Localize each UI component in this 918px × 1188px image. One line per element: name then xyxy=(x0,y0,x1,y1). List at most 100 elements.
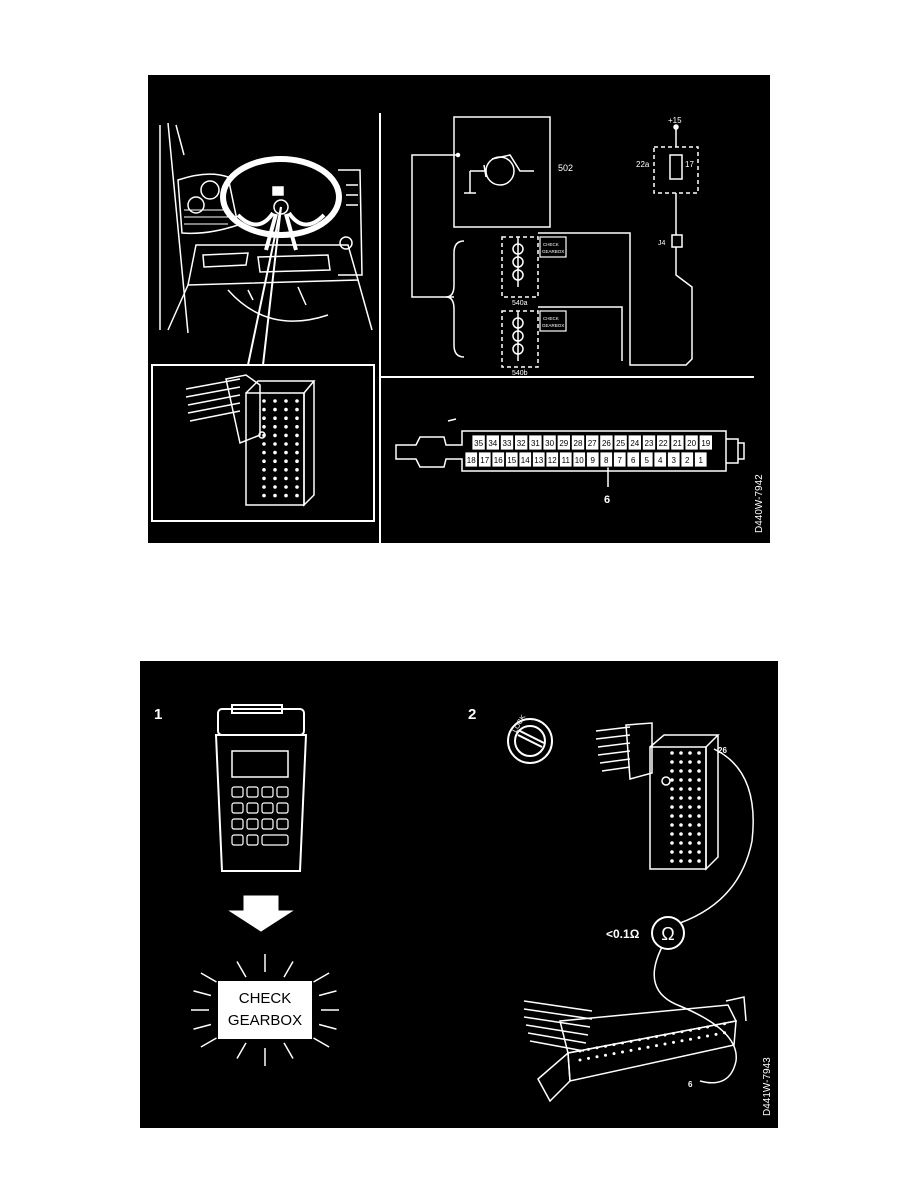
pin-cell xyxy=(653,451,667,468)
pin-cell xyxy=(518,451,532,468)
warning-ray xyxy=(200,972,217,983)
pin-dot xyxy=(295,493,299,498)
pin-dot xyxy=(295,425,299,429)
pin-dot xyxy=(284,433,288,438)
pin-dot xyxy=(284,459,288,464)
lamp-a-text-2: GEARBOX xyxy=(542,249,564,254)
pin-dot xyxy=(663,1033,667,1037)
keypad-button xyxy=(246,802,259,814)
pin-dot xyxy=(697,751,701,755)
pin-number: 13 xyxy=(534,456,543,465)
warning-ray xyxy=(200,1037,217,1048)
warning-lamp-box xyxy=(218,981,312,1039)
pin-dot xyxy=(262,416,266,421)
pin-dot xyxy=(670,832,674,836)
connector-pins xyxy=(262,399,299,498)
keypad-button xyxy=(276,818,289,830)
pin-dot xyxy=(295,416,299,421)
pin-cell xyxy=(667,451,681,468)
fuse-number-label: 17 xyxy=(685,160,694,169)
pin-cell xyxy=(514,434,529,451)
keypad-button xyxy=(231,818,244,830)
ohm-symbol: Ω xyxy=(661,924,674,944)
lamp-a-text-1: CHECK xyxy=(543,242,559,247)
pin-6-label: 6 xyxy=(688,1080,693,1089)
pin-dot xyxy=(679,859,683,863)
pin-number: 28 xyxy=(574,439,583,448)
pin-number: 30 xyxy=(545,439,554,448)
keypad-button xyxy=(246,834,259,846)
pin-dot xyxy=(273,450,277,455)
pin-dot xyxy=(688,805,692,809)
warning-ray xyxy=(283,961,294,978)
pin-dot xyxy=(670,778,674,782)
pin-dot xyxy=(595,1046,599,1050)
pin-number: 19 xyxy=(701,439,710,448)
pin-number: 3 xyxy=(672,456,677,465)
pin-dot xyxy=(688,787,692,791)
pin-dot xyxy=(262,476,266,481)
pin-dot xyxy=(273,442,277,446)
figure-top-code: D440W-7942 xyxy=(754,474,765,533)
pin-dot xyxy=(262,407,266,412)
pin-dot xyxy=(629,1039,633,1043)
pin-dot xyxy=(697,814,701,818)
pin-cell xyxy=(641,434,656,451)
pin-number: 22 xyxy=(659,439,668,448)
pin-number: 24 xyxy=(630,439,639,448)
pin-dot xyxy=(697,850,701,854)
warning-text-line2: GEARBOX xyxy=(228,1012,302,1029)
pin-dot xyxy=(284,407,288,412)
pin-dot xyxy=(670,841,674,845)
pin-number: 25 xyxy=(616,439,625,448)
pin-dot xyxy=(697,832,701,836)
step-1-number: 1 xyxy=(154,706,162,723)
dashboard-illustration xyxy=(159,122,373,366)
pin-dot xyxy=(295,442,299,446)
pin-dot xyxy=(295,399,299,403)
pin-dot xyxy=(273,433,277,438)
pin-dot xyxy=(688,841,692,845)
pin-cell xyxy=(572,451,586,468)
pin-dot xyxy=(273,493,277,498)
pin-dot xyxy=(679,796,683,800)
lamp-b-text-1: CHECK xyxy=(543,316,559,321)
pin-dot xyxy=(284,425,288,429)
keypad-button xyxy=(261,786,274,798)
pin-dot xyxy=(688,823,692,827)
panel-a-label: 540a xyxy=(512,300,528,307)
pin-cell xyxy=(698,434,713,451)
pin-cell xyxy=(556,434,571,451)
pin-dot xyxy=(273,476,277,481)
keypad-button xyxy=(276,786,289,798)
warning-text-line1: CHECK xyxy=(239,990,292,1007)
pin-dot xyxy=(670,796,674,800)
ecu-connector-pins xyxy=(670,751,701,863)
ignition-lock-icon xyxy=(507,718,553,764)
bottom-figure-svg: 1 2 CHECK GEARBOX LOCK xyxy=(154,704,773,1116)
pin-dot xyxy=(688,778,692,782)
pin-callout: 6 xyxy=(604,494,610,506)
pin-dot xyxy=(679,805,683,809)
pin-dot xyxy=(688,760,692,764)
pin-dot xyxy=(646,1036,650,1040)
pin-dot xyxy=(706,1034,709,1038)
pin-dot xyxy=(295,476,299,481)
pin-cell xyxy=(656,434,671,451)
figure-bottom-code: D441W-7943 xyxy=(762,1057,773,1116)
pin-dot xyxy=(714,1023,718,1027)
harness-connector-pins xyxy=(578,1022,726,1062)
warning-rays xyxy=(191,954,339,1066)
pin-dot xyxy=(595,1055,599,1059)
pin-dot xyxy=(295,485,299,489)
pin-dot xyxy=(284,450,288,455)
pin-dot xyxy=(670,859,674,863)
pin-dot xyxy=(646,1045,650,1049)
pin-dot xyxy=(679,769,683,773)
pin-dot xyxy=(262,450,266,455)
pin-cell xyxy=(532,451,546,468)
pin-dot xyxy=(295,407,299,412)
pin-dot xyxy=(670,751,674,755)
pin-dot xyxy=(723,1022,726,1026)
